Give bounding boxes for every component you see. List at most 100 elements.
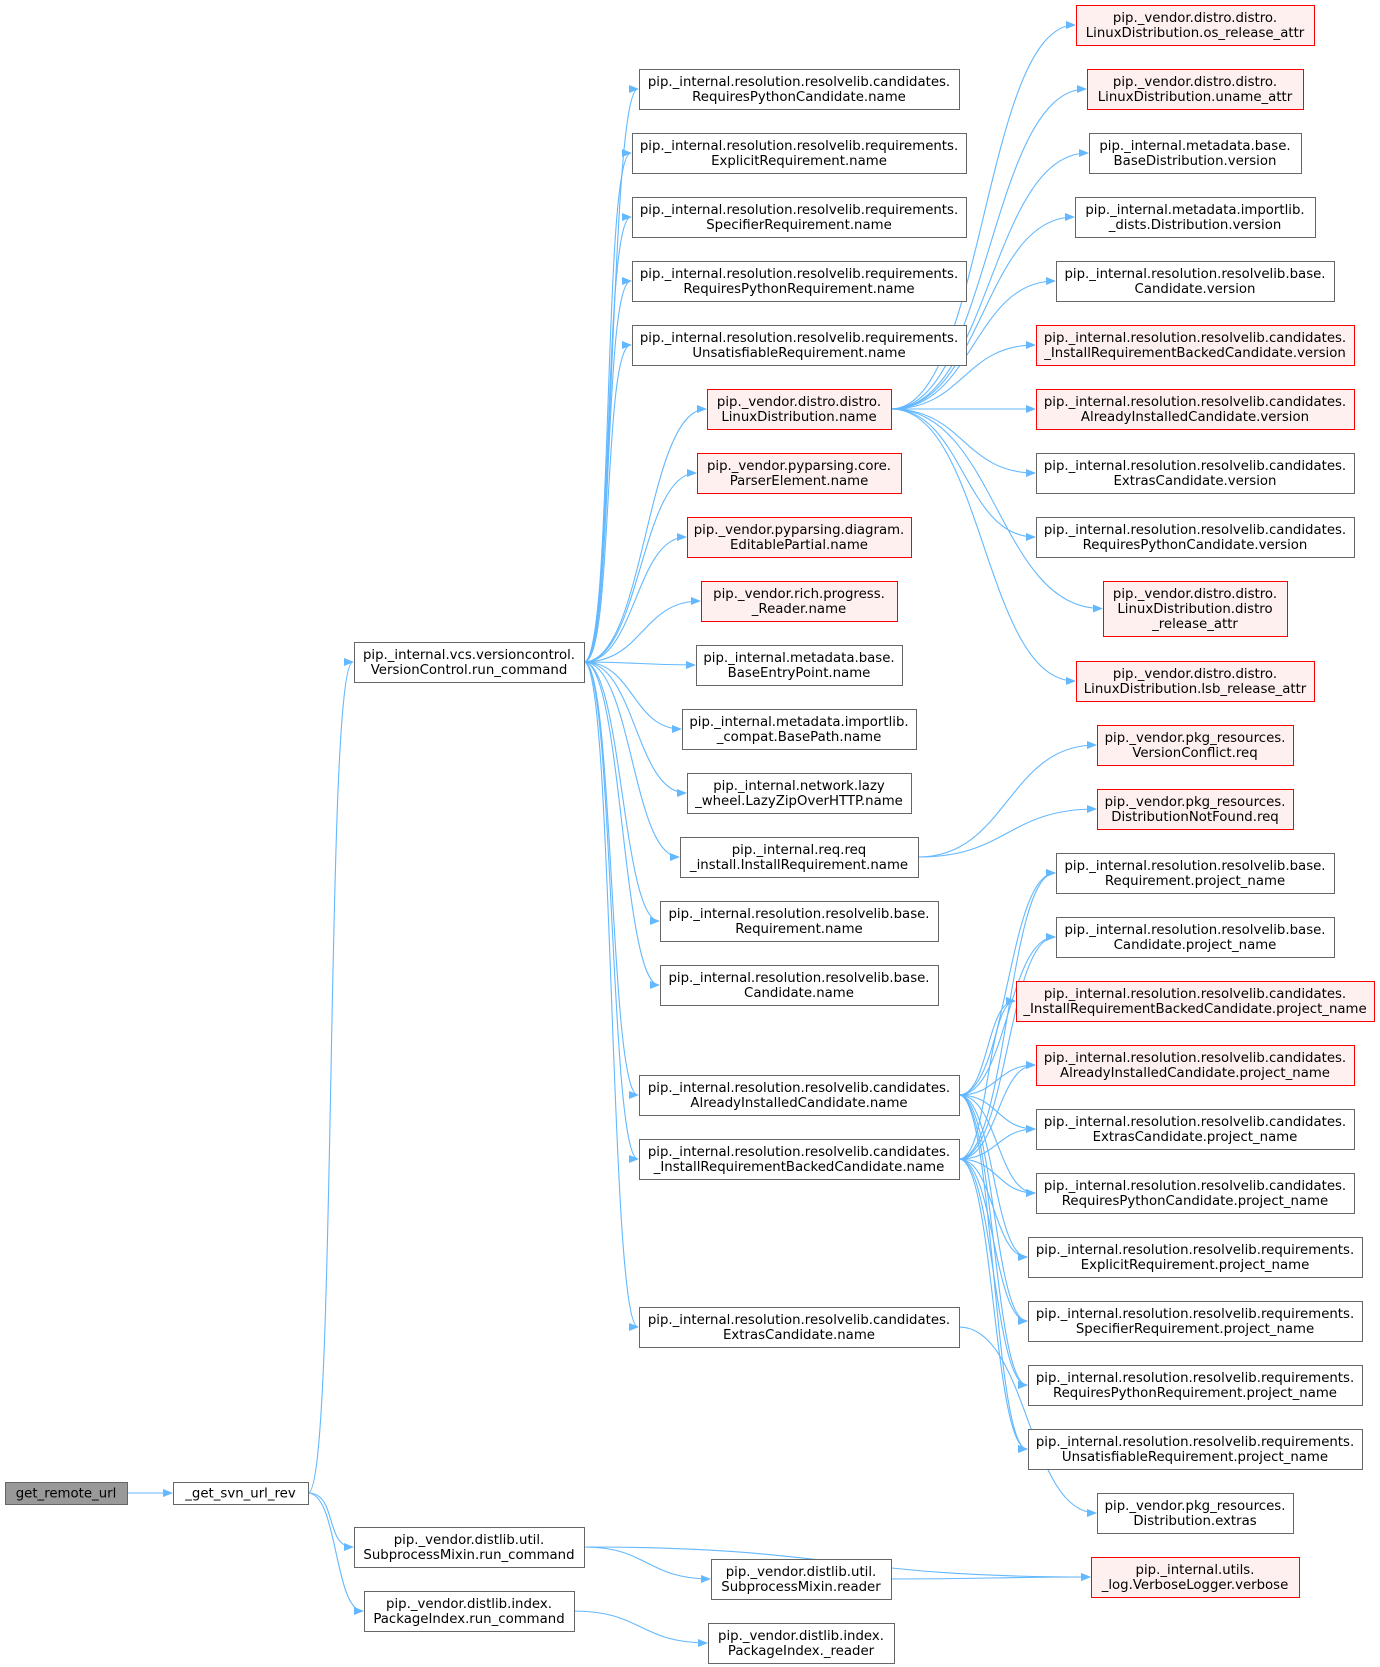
node-distro_name[interactable]: pip._vendor.distro.distro.LinuxDistribut… xyxy=(707,389,892,430)
node-label-line: pip._vendor.distlib.util. xyxy=(394,1533,545,1548)
node-md_base_entry_name[interactable]: pip._internal.metadata.base.BaseEntryPoi… xyxy=(696,645,903,686)
node-cand_irb_project_name[interactable]: pip._internal.resolution.resolvelib.cand… xyxy=(1016,981,1375,1022)
node-label-line: Requirement.project_name xyxy=(1105,874,1285,889)
node-get_svn_url_rev[interactable]: _get_svn_url_rev xyxy=(173,1482,309,1505)
node-box xyxy=(632,133,967,174)
node-pyparsing_core_name[interactable]: pip._vendor.pyparsing.core.ParserElement… xyxy=(697,453,902,494)
edge-distro_name-to-md_base_dist_version xyxy=(890,149,1089,410)
edge-vc_run_command-to-cand_irb_name xyxy=(583,661,639,1163)
node-pkg_version_conflict_req[interactable]: pip._vendor.pkg_resources.VersionConflic… xyxy=(1097,725,1294,766)
node-cand_irb_name[interactable]: pip._internal.resolution.resolvelib.cand… xyxy=(639,1139,960,1180)
node-distro_uname_attr[interactable]: pip._vendor.distro.distro.LinuxDistribut… xyxy=(1087,69,1304,110)
edge-vc_run_command-to-req_explicit_name xyxy=(583,149,632,663)
node-pkg_dist_not_found_req[interactable]: pip._vendor.pkg_resources.DistributionNo… xyxy=(1097,789,1294,830)
node-cand_extras_project_name[interactable]: pip._internal.resolution.resolvelib.cand… xyxy=(1036,1109,1355,1150)
node-base_cand_version[interactable]: pip._internal.resolution.resolvelib.base… xyxy=(1056,261,1335,302)
node-box xyxy=(1097,725,1294,766)
node-box xyxy=(1036,1109,1355,1150)
node-box xyxy=(708,1623,895,1664)
node-cand_rp_project_name[interactable]: pip._internal.resolution.resolvelib.cand… xyxy=(1036,1173,1355,1214)
node-label-line: ExtrasCandidate.project_name xyxy=(1093,1130,1298,1145)
node-box xyxy=(1075,197,1316,238)
node-label-line: pip._internal.resolution.resolvelib.cand… xyxy=(1044,459,1346,474)
node-label-line: pip._vendor.distro.distro. xyxy=(1113,75,1277,90)
node-base_cand_name[interactable]: pip._internal.resolution.resolvelib.base… xyxy=(660,965,939,1006)
node-label-line: pip._vendor.rich.progress. xyxy=(713,587,885,602)
node-req_explicit_name[interactable]: pip._internal.resolution.resolvelib.requ… xyxy=(632,133,967,174)
node-distlib_index_run_command[interactable]: pip._vendor.distlib.index.PackageIndex.r… xyxy=(364,1591,575,1632)
node-cand_extras_name[interactable]: pip._internal.resolution.resolvelib.cand… xyxy=(639,1307,960,1348)
node-label-line: pip._internal.resolution.resolvelib.cand… xyxy=(648,75,950,90)
node-lazy_wheel_name[interactable]: pip._internal.network.lazy_wheel.LazyZip… xyxy=(687,773,912,814)
edge-cand_ai_name-to-cand_ai_project_name xyxy=(958,1061,1036,1096)
node-install_req_name[interactable]: pip._internal.req.req_install.InstallReq… xyxy=(680,837,919,878)
node-md_importlib_dist_version[interactable]: pip._internal.metadata.importlib._dists.… xyxy=(1075,197,1316,238)
edge-cand_ai_name-to-base_req_project_name xyxy=(958,869,1056,1096)
node-base_req_project_name[interactable]: pip._internal.resolution.resolvelib.base… xyxy=(1056,853,1335,894)
node-distlib_index_reader[interactable]: pip._vendor.distlib.index.PackageIndex._… xyxy=(708,1623,895,1664)
node-md_base_dist_version[interactable]: pip._internal.metadata.base.BaseDistribu… xyxy=(1089,133,1302,174)
node-label-line: pip._vendor.pyparsing.diagram. xyxy=(694,523,905,538)
node-base_req_name[interactable]: pip._internal.resolution.resolvelib.base… xyxy=(660,901,939,942)
node-label-line: _InstallRequirementBackedCandidate.proje… xyxy=(1022,1002,1366,1017)
node-req_rp_project_name[interactable]: pip._internal.resolution.resolvelib.requ… xyxy=(1028,1365,1363,1406)
node-label-line: _install.InstallRequirement.name xyxy=(689,858,908,873)
node-pkg_dist_extras[interactable]: pip._vendor.pkg_resources.Distribution.e… xyxy=(1097,1493,1294,1534)
node-box xyxy=(639,69,960,110)
edge-cand_irb_name-to-base_cand_project_name xyxy=(958,933,1056,1160)
node-base_cand_project_name[interactable]: pip._internal.resolution.resolvelib.base… xyxy=(1056,917,1335,958)
node-label-line: pip._internal.resolution.resolvelib.cand… xyxy=(1044,523,1346,538)
node-req_unsat_project_name[interactable]: pip._internal.resolution.resolvelib.requ… xyxy=(1028,1429,1363,1470)
node-box xyxy=(1028,1237,1363,1278)
node-box xyxy=(632,325,967,366)
node-req_spec_project_name[interactable]: pip._internal.resolution.resolvelib.requ… xyxy=(1028,1301,1363,1342)
node-distlib_util_reader[interactable]: pip._vendor.distlib.util.SubprocessMixin… xyxy=(711,1559,892,1600)
node-cand_rp_version[interactable]: pip._internal.resolution.resolvelib.cand… xyxy=(1036,517,1355,558)
node-distro_os_release_attr[interactable]: pip._vendor.distro.distro.LinuxDistribut… xyxy=(1076,5,1315,46)
edge-cand_irb_name-to-cand_rp_project_name xyxy=(958,1158,1036,1197)
node-cand_ai_name[interactable]: pip._internal.resolution.resolvelib.cand… xyxy=(639,1075,960,1116)
node-label-line: _wheel.LazyZipOverHTTP.name xyxy=(694,794,903,809)
node-verbose_logger[interactable]: pip._internal.utils._log.VerboseLogger.v… xyxy=(1091,1557,1300,1598)
node-label-line: BaseDistribution.version xyxy=(1114,154,1277,169)
node-label-line: pip._internal.resolution.resolvelib.requ… xyxy=(1036,1243,1354,1258)
node-req_rp_name[interactable]: pip._internal.resolution.resolvelib.requ… xyxy=(632,261,967,302)
node-box xyxy=(1076,5,1315,46)
node-label-line: Distribution.extras xyxy=(1133,1514,1256,1529)
node-cand_rp_name[interactable]: pip._internal.resolution.resolvelib.cand… xyxy=(639,69,960,110)
node-cand_irb_version[interactable]: pip._internal.resolution.resolvelib.cand… xyxy=(1036,325,1355,366)
edge-distro_name-to-cand_extras_version xyxy=(890,408,1036,477)
node-box xyxy=(660,965,939,1006)
node-md_importlib_compat_name[interactable]: pip._internal.metadata.importlib._compat… xyxy=(682,709,917,750)
node-cand_ai_version[interactable]: pip._internal.resolution.resolvelib.cand… xyxy=(1036,389,1355,430)
edge-cand_extras_name-to-pkg_dist_extras xyxy=(958,1326,1097,1517)
edge-cand_irb_name-to-req_explicit_project_name xyxy=(958,1158,1028,1261)
node-box xyxy=(680,837,919,878)
node-box xyxy=(1056,261,1335,302)
node-rich_reader_name[interactable]: pip._vendor.rich.progress._Reader.name xyxy=(701,581,898,622)
node-cand_extras_version[interactable]: pip._internal.resolution.resolvelib.cand… xyxy=(1036,453,1355,494)
node-box xyxy=(1076,661,1315,702)
edge-vc_run_command-to-install_req_name xyxy=(583,661,680,861)
node-req_explicit_project_name[interactable]: pip._internal.resolution.resolvelib.requ… xyxy=(1028,1237,1363,1278)
node-label-line: ParserElement.name xyxy=(730,474,869,489)
node-distro_distro_release_attr[interactable]: pip._vendor.distro.distro.LinuxDistribut… xyxy=(1103,581,1288,637)
node-req_unsat_name[interactable]: pip._internal.resolution.resolvelib.requ… xyxy=(632,325,967,366)
node-distro_lsb_release_attr[interactable]: pip._vendor.distro.distro.LinuxDistribut… xyxy=(1076,661,1315,702)
node-req_spec_name[interactable]: pip._internal.resolution.resolvelib.requ… xyxy=(632,197,967,238)
node-box xyxy=(1087,69,1304,110)
node-label-line: LinuxDistribution.lsb_release_attr xyxy=(1084,682,1307,697)
node-label-line: pip._internal.resolution.resolvelib.requ… xyxy=(1036,1371,1354,1386)
node-distlib_util_run_command[interactable]: pip._vendor.distlib.util.SubprocessMixin… xyxy=(354,1527,585,1568)
node-box xyxy=(1036,453,1355,494)
node-get_remote_url[interactable]: get_remote_url xyxy=(5,1482,128,1505)
edge-distro_name-to-distro_lsb_release_attr xyxy=(890,408,1076,685)
node-cand_ai_project_name[interactable]: pip._internal.resolution.resolvelib.cand… xyxy=(1036,1045,1355,1086)
node-box xyxy=(1056,853,1335,894)
node-label-line: VersionConflict.req xyxy=(1132,746,1257,761)
node-pyparsing_diagram_name[interactable]: pip._vendor.pyparsing.diagram.EditablePa… xyxy=(687,517,912,558)
node-vc_run_command[interactable]: pip._internal.vcs.versioncontrol.Version… xyxy=(354,642,585,683)
node-label-line: _Reader.name xyxy=(751,602,846,617)
node-label-line: EditablePartial.name xyxy=(730,538,868,553)
